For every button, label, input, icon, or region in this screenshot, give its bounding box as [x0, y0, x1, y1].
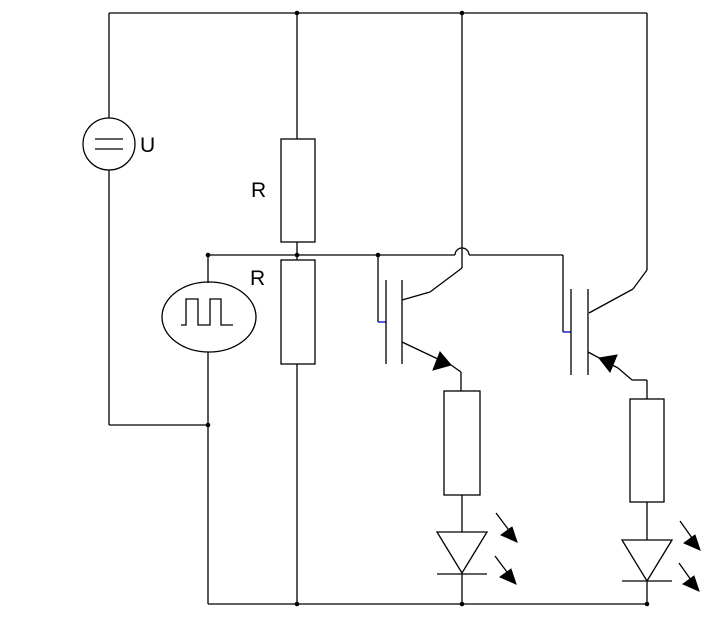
load-branch-1 [435, 390, 518, 604]
source-voltage-label: U [140, 134, 155, 157]
load-resistor-1 [443, 390, 481, 496]
resistor-top-label: R [251, 179, 266, 202]
transistor-2 [562, 255, 648, 399]
led-diode-icon [435, 531, 489, 575]
dc-voltage-source: U [82, 13, 208, 426]
load-resistor-2 [629, 398, 665, 503]
pulse-generator [161, 255, 257, 604]
led-1 [435, 512, 518, 585]
junction-dots [205, 10, 650, 607]
resistor-top: R [251, 13, 316, 260]
transistor-2-emitter-arrow [598, 354, 618, 373]
square-wave-generator-icon [161, 281, 257, 353]
transistor-1-emitter-arrow [432, 351, 452, 371]
gate-bus-wire [208, 247, 563, 256]
transistor-1 [377, 13, 463, 391]
resistor-bottom: R [250, 259, 316, 604]
led-diode-icon [620, 539, 674, 583]
led-2 [620, 520, 701, 592]
top-rail-wire [109, 12, 648, 270]
dc-voltage-source-icon [82, 117, 136, 171]
resistor-bottom-label: R [250, 267, 265, 290]
load-branch-2 [620, 398, 701, 604]
